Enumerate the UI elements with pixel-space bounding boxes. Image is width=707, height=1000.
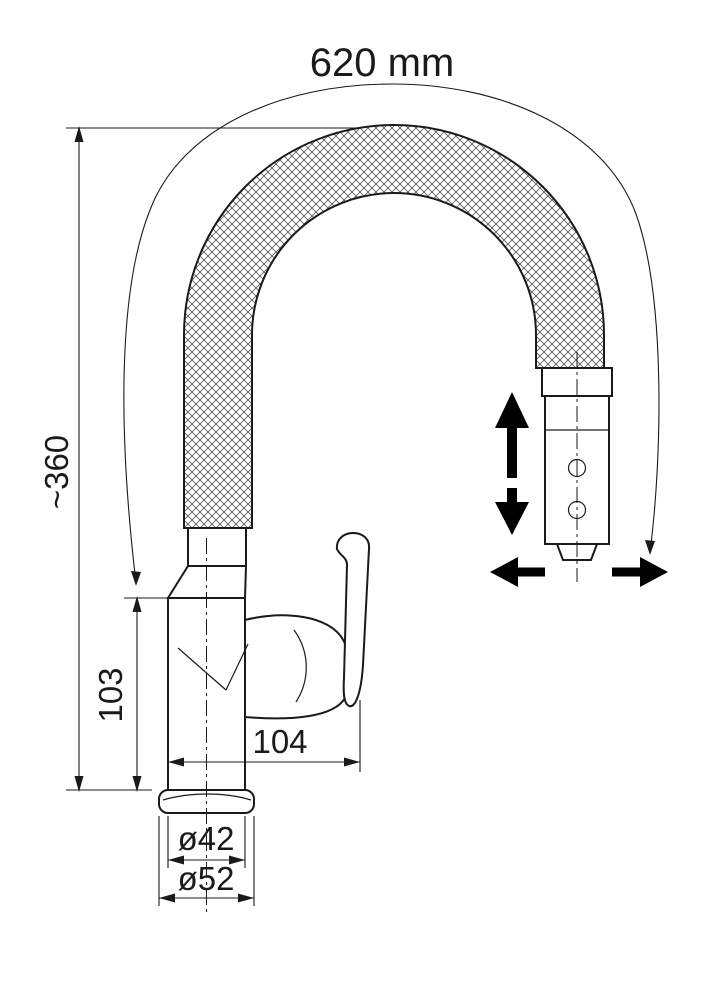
dimension-arrowheads	[74, 126, 655, 903]
lever-handle	[335, 531, 371, 708]
base-diameter-label: ø52	[178, 860, 235, 897]
reach-arrowhead-left	[168, 757, 184, 767]
spout-housing	[244, 614, 352, 720]
centerlines	[206, 352, 578, 916]
flange-curve	[162, 793, 252, 801]
d52-arrowhead-left	[159, 893, 175, 903]
dimension-labels: 620 mm ~360 103 104 ø42 ø52	[38, 41, 454, 897]
hose-length-arc	[123, 83, 660, 584]
d42-arrowhead-left	[168, 855, 184, 865]
right-arrow-icon	[612, 557, 668, 587]
detail-lines	[162, 429, 609, 801]
down-arrow-icon	[495, 488, 529, 535]
d42-arrowhead-right	[229, 855, 245, 865]
height-arrowhead-bottom	[74, 776, 84, 792]
flexible-hose	[183, 124, 605, 529]
body-detail-x-line-2	[225, 643, 249, 691]
aerator-diameter-label: ø42	[178, 820, 235, 857]
d52-arrowhead-right	[238, 893, 254, 903]
body-detail-x-line-1	[177, 647, 227, 691]
body-height-arrowhead-bottom	[132, 776, 142, 792]
height-arrowhead-top	[74, 126, 84, 142]
movement-arrows	[490, 392, 668, 587]
body-height-label: 103	[92, 667, 129, 722]
spray-button-top	[567, 458, 587, 478]
body-height-arrowhead-top	[132, 596, 142, 612]
left-arrow-icon	[490, 557, 545, 587]
hose-collar	[187, 527, 247, 567]
reach-arrowhead-right	[344, 757, 360, 767]
up-arrow-icon	[495, 392, 529, 478]
arc-arrowhead-right	[645, 540, 655, 555]
spout-reach-label: 104	[252, 723, 307, 760]
faucet-outlines	[158, 124, 613, 814]
arc-arrowhead-left	[131, 571, 141, 586]
cartridge-arc	[293, 629, 307, 703]
dimension-lines	[66, 83, 660, 906]
hose-length-label: 620 mm	[310, 41, 455, 85]
overall-height-label: ~360	[38, 435, 75, 509]
